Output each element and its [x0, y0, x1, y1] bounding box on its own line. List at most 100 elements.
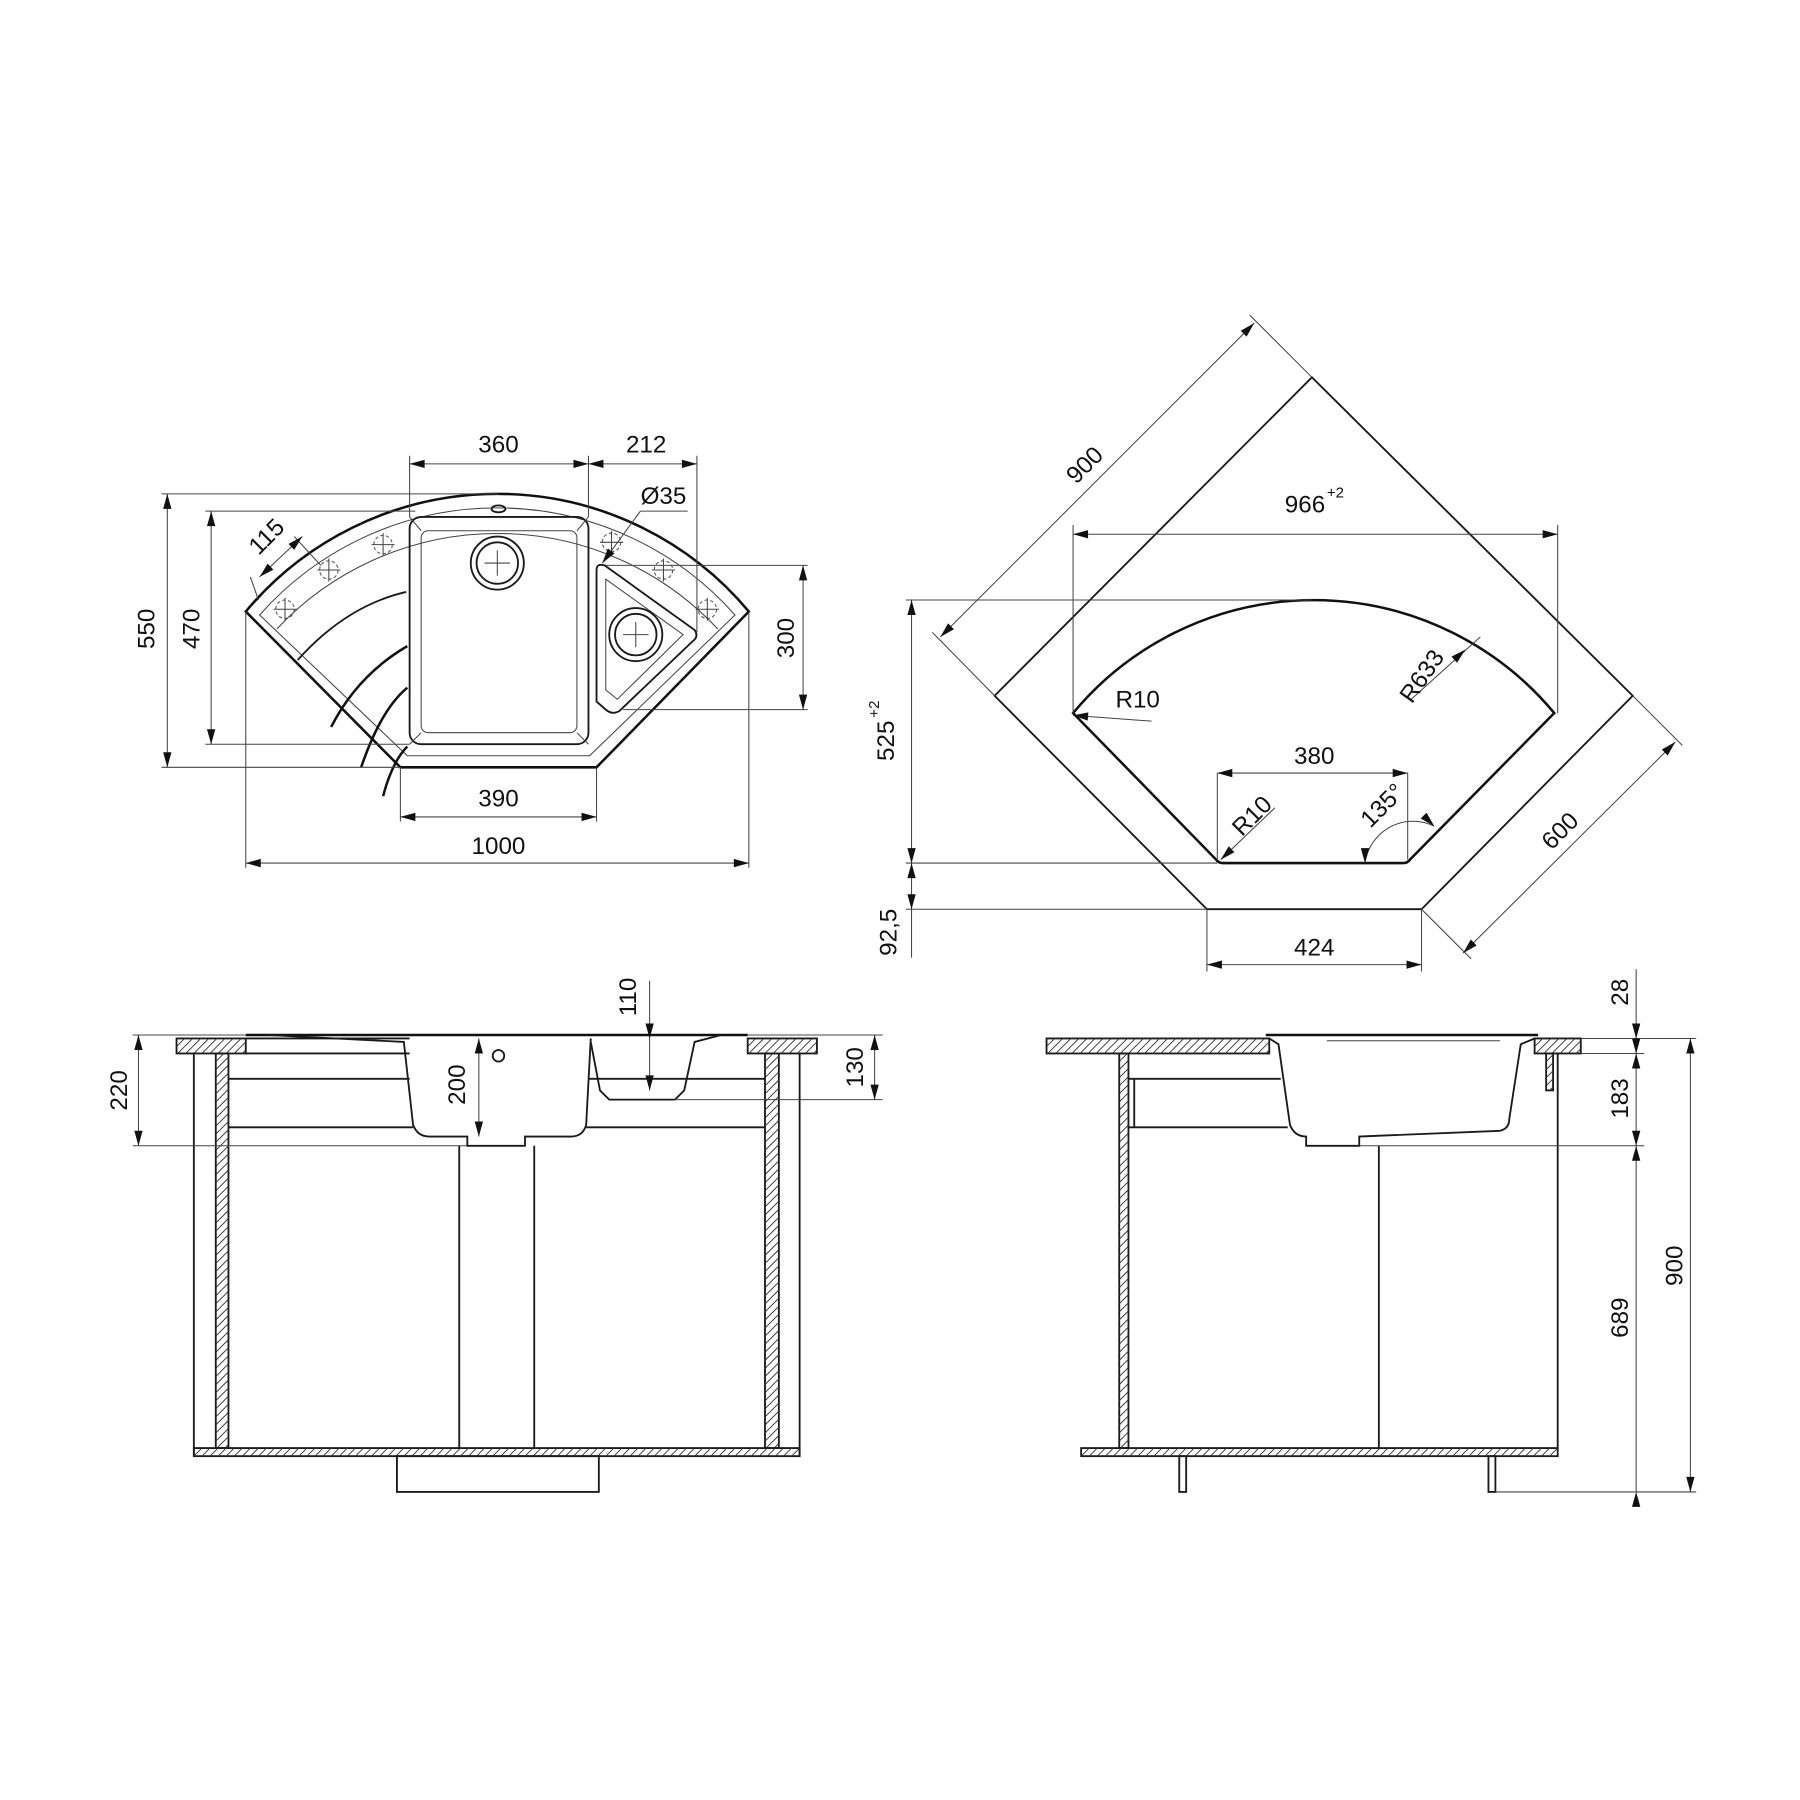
hatch-line	[322, 1447, 332, 1457]
hatch-line	[589, 1447, 599, 1457]
hatch-line	[764, 1330, 780, 1345]
dim-28: 28	[1607, 979, 1634, 1006]
radius-r10-bottom: R10	[1227, 791, 1278, 842]
hatch-line	[764, 1418, 780, 1434]
arrowhead	[870, 1084, 879, 1100]
hatch-line	[1533, 1447, 1542, 1457]
hatch-line	[215, 1185, 229, 1200]
hatch-line	[185, 1038, 202, 1054]
hatch-line	[1476, 1447, 1486, 1457]
hatch-line	[215, 1428, 229, 1442]
hatch-line	[403, 1447, 413, 1457]
hatch-line	[225, 1038, 242, 1054]
dim-900-diagonal: 900	[1061, 442, 1109, 490]
hatch-line	[758, 1447, 768, 1457]
hatch-line	[1208, 1038, 1225, 1054]
hatch-line	[215, 1177, 229, 1192]
leader-line	[1409, 636, 1481, 701]
main-bowl-section	[267, 1034, 592, 1147]
hatch-line	[1118, 1092, 1129, 1103]
arrowhead	[1686, 1476, 1695, 1492]
hatch-line	[1120, 1439, 1129, 1449]
hatch-line	[1118, 1245, 1129, 1256]
sink-outline	[244, 492, 751, 769]
hatch-line	[1282, 1447, 1292, 1457]
hatch-line	[427, 1447, 437, 1457]
arrowhead	[1240, 323, 1255, 337]
dim-115: 115	[244, 514, 290, 560]
hatch-line	[694, 1447, 704, 1457]
hatch-line	[1395, 1447, 1405, 1457]
hatch-line	[1087, 1038, 1104, 1054]
arrowhead	[940, 623, 954, 637]
dim-130: 130	[842, 1047, 869, 1087]
hatch-line	[670, 1447, 679, 1457]
hatch-line	[1047, 1038, 1064, 1054]
plinth	[396, 1455, 600, 1493]
hatch-line	[225, 1447, 235, 1457]
hatch-line	[532, 1447, 542, 1457]
hatch-line	[338, 1447, 348, 1457]
hatch-line	[1216, 1038, 1233, 1054]
hatch-line	[1347, 1447, 1357, 1457]
hatch-line	[215, 1113, 229, 1127]
hatch-line	[764, 1053, 774, 1062]
hatch-line	[764, 1265, 780, 1280]
hatch-line	[783, 1447, 792, 1457]
hatch-line	[1152, 1038, 1169, 1054]
hatch-line	[468, 1447, 477, 1457]
hatch-line	[629, 1447, 639, 1457]
hatch-line	[266, 1447, 275, 1457]
hatch-line	[1242, 1447, 1252, 1457]
dim-689: 689	[1607, 1297, 1634, 1337]
hatch-line	[1118, 1165, 1129, 1175]
dim-966-tolerance: +2	[1327, 484, 1344, 501]
extension-line	[1632, 695, 1683, 746]
dim-525: 525	[873, 721, 900, 761]
hatch-line	[764, 1168, 780, 1184]
drainer-groove	[297, 591, 407, 661]
hatch-line	[274, 1447, 284, 1457]
hatch-line	[1128, 1038, 1144, 1054]
hatch-line	[215, 1266, 229, 1280]
hatch-line	[1575, 1048, 1582, 1054]
hatch-line	[1363, 1447, 1373, 1457]
hatch-line	[1225, 1038, 1241, 1054]
hatch-line	[1218, 1447, 1227, 1457]
hatch-line	[772, 1038, 789, 1054]
hatch-line	[215, 1218, 229, 1232]
arrowhead	[134, 1130, 143, 1146]
hatch-line	[1265, 1049, 1270, 1054]
hatched-section	[746, 1037, 818, 1055]
hatch-line	[443, 1447, 453, 1457]
hatch-line	[1118, 1229, 1129, 1240]
hatch-line	[217, 1038, 234, 1054]
arrowhead	[1632, 1038, 1641, 1054]
hatch-line	[764, 1257, 780, 1272]
hatch-line	[215, 1226, 229, 1240]
hatch-line	[215, 1169, 229, 1184]
arrowhead	[1406, 960, 1422, 969]
hatch-line	[476, 1447, 485, 1457]
hatch-line	[1118, 1294, 1129, 1305]
hatch-line	[764, 1281, 780, 1297]
hatch-line	[1250, 1447, 1260, 1457]
hatch-line	[1118, 1221, 1129, 1232]
hatch-line	[233, 1041, 247, 1054]
hatch-line	[1403, 1447, 1413, 1457]
hatch-line	[764, 1136, 780, 1151]
hatch-line	[1201, 1447, 1211, 1457]
hatch-line	[1118, 1213, 1129, 1224]
dim-424: 424	[1294, 934, 1334, 961]
dim-360: 360	[478, 431, 518, 458]
hatch-line	[764, 1063, 780, 1079]
hatch-line	[1274, 1447, 1284, 1457]
hatch-line	[1290, 1447, 1300, 1457]
hatch-line	[216, 1436, 229, 1449]
arrowhead	[1632, 1053, 1641, 1069]
hatch-line	[796, 1038, 813, 1054]
hatch-line	[215, 1053, 225, 1062]
hatched-section	[1080, 1447, 1559, 1458]
dim-1000: 1000	[472, 833, 526, 860]
hatch-line	[1079, 1038, 1096, 1054]
